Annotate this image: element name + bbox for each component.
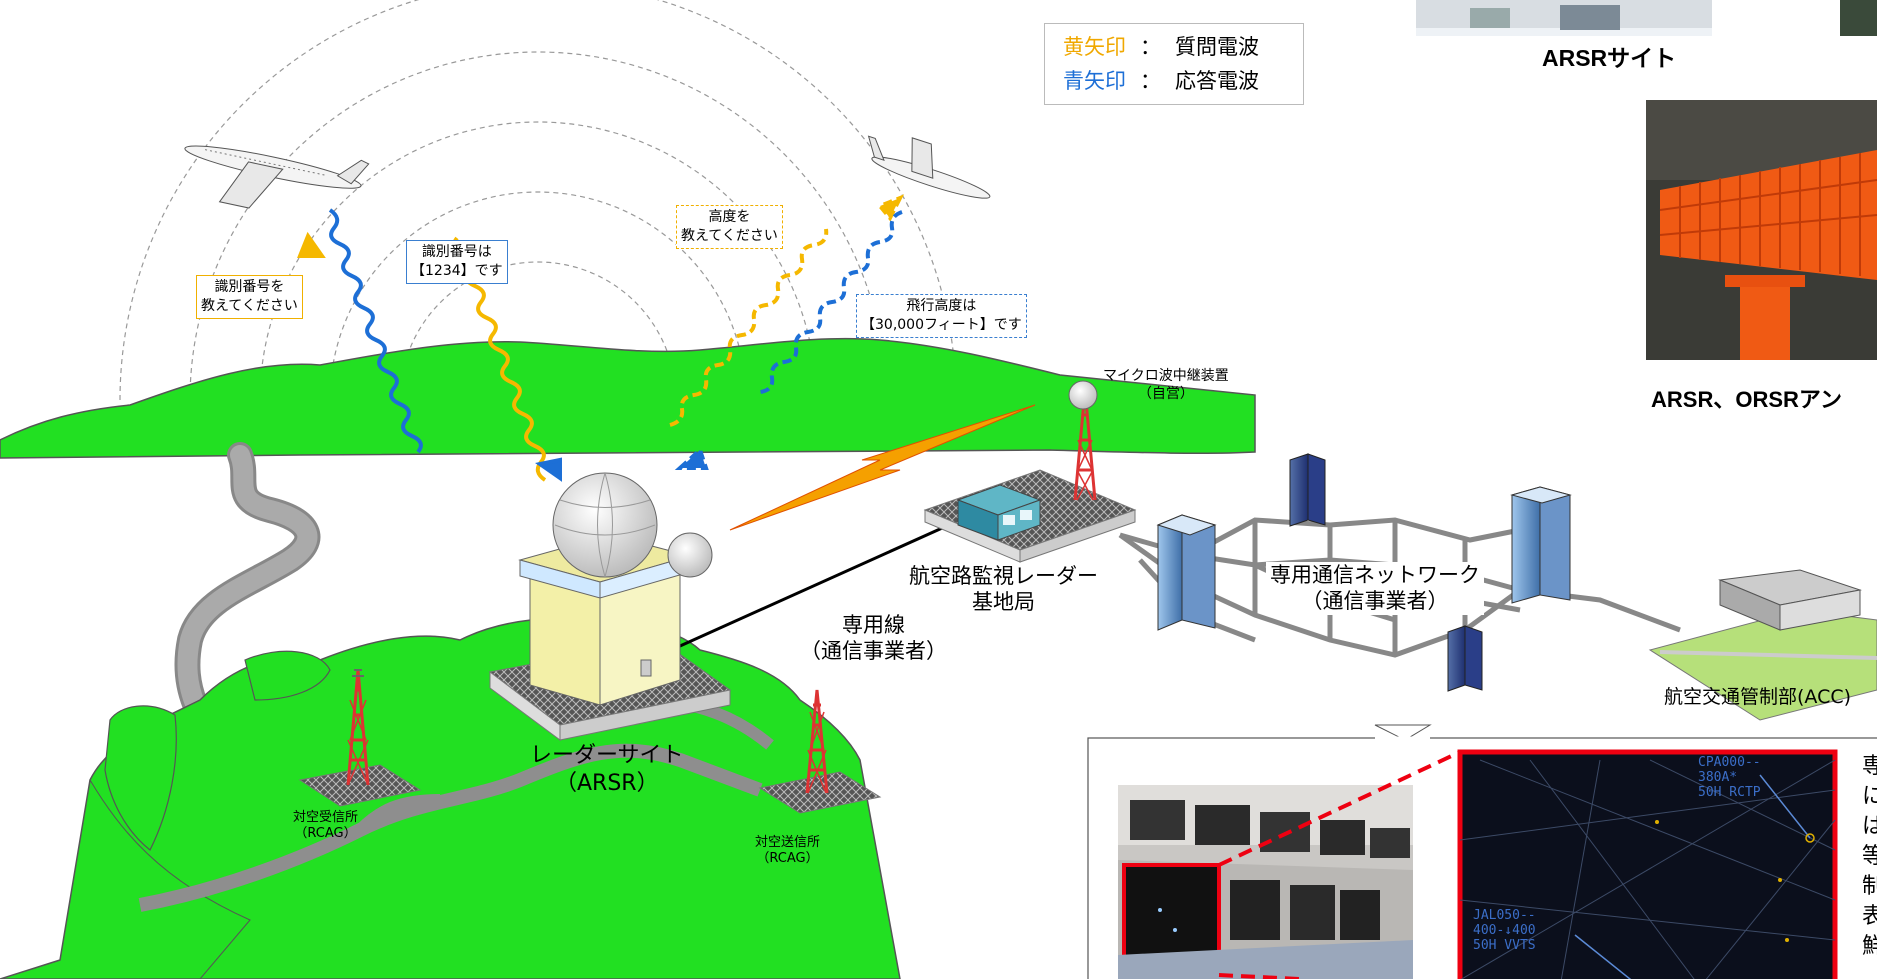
network-label-line2: （通信事業者） [1301,589,1449,614]
legend-blue-meaning: 応答電波 [1175,69,1259,93]
leased-line [659,518,961,657]
network-label-line1: 専用通信ネットワーク [1270,563,1480,587]
rx-station-label-line2: （RCAG） [294,826,357,842]
base-station-label: 航空路監視レーダー 基地局 [905,563,1102,616]
side-text-char: は [1862,814,1877,839]
bubble-ask-id: 識別番号を 教えてください [196,275,303,319]
radar-target-cpa-line2: 380A* [1698,770,1738,785]
tx-station-label: 対空送信所 （RCAG） [755,835,820,868]
blue-wave-right [674,210,903,470]
blue-wave-left [328,208,562,482]
radar-site-label-line1: レーダーサイト [530,743,684,768]
radar-dome [552,472,658,578]
side-text-char: 鮮 [1862,934,1877,959]
side-text-char: 制 [1862,874,1877,899]
rx-station-label: 対空受信所 （RCAG） [293,810,358,843]
arsr-site-caption: ARSRサイト [1542,45,1677,71]
bubble-reply-id-line1: 識別番号は [421,244,492,260]
bubble-reply-altitude: 飛行高度は 【30,000フィート】です [856,294,1027,338]
bubble-ask-altitude-line2: 教えてください [681,227,778,244]
airplane-right [867,135,991,199]
radar-coverage-arcs [119,0,957,401]
legend-separator: ： [1140,69,1161,93]
zoom-line-top [1218,750,1461,867]
radar-target-jal-line2: 400-↓400 [1473,923,1536,938]
base-station-building [923,380,1137,563]
bubble-reply-altitude-line1: 飛行高度は [906,298,977,314]
acc-building [1648,569,1877,721]
side-text-char: に [1862,784,1877,809]
zoom-line-bottom [1218,973,1301,979]
arsr-site-photo [1416,0,1877,36]
legend-box: 黄矢印 ： 質問電波 青矢印 ： 応答電波 [1044,23,1304,105]
acc-label: 航空交通管制部(ACC) [1664,686,1852,708]
legend-row-blue: 青矢印 ： 応答電波 [1063,64,1303,98]
bubble-ask-altitude: 高度を 教えてください [676,205,783,249]
radar-site-label: レーダーサイト （ARSR） [530,742,684,797]
leased-line-label-line2: （通信事業者） [800,639,947,664]
tx-station-label-line1: 対空送信所 [755,835,821,850]
legend-row-yellow: 黄矢印 ： 質問電波 [1063,30,1303,64]
side-text-char: 等 [1862,844,1877,869]
radar-target-cpa-line3: 50H RCTP [1698,785,1761,800]
legend-yellow-meaning: 質問電波 [1175,35,1259,59]
left-hill-small [104,705,177,851]
yellow-wave-right [669,194,905,427]
bubble-reply-altitude-line2: 【30,000フィート】です [861,316,1022,333]
small-dome [667,532,713,578]
radar-target-cpa: CPA000--380A*50H RCTP [1698,755,1761,800]
bubble-reply-id: 識別番号は 【1234】です [406,240,508,284]
radar-site-building [488,472,732,741]
rcag-tx-tower [758,689,882,814]
microwave-relay-label-line2: （自営） [1137,385,1194,402]
network-label: 専用通信ネットワーク （通信事業者） [1266,562,1484,615]
rcag-rx-tower [298,669,422,807]
microwave-relay-label: マイクロ波中継装置 （自営） [1103,368,1229,403]
network-building-4 [1447,625,1483,692]
radar-target-cpa-line1: CPA000-- [1698,755,1761,770]
antenna-caption: ARSR、ORSRアン [1651,387,1843,412]
network-building-3 [1510,486,1572,604]
side-text-column: 専 に は 等 制 表 鮮 [1862,752,1877,962]
radar-target-jal-line1: JAL050-- [1473,908,1536,923]
microwave-link [729,404,1036,531]
network-building-2 [1289,453,1326,527]
bubble-ask-id-line1: 識別番号を [214,279,285,295]
side-text-char: 専 [1862,754,1877,779]
control-room-photo [1118,785,1413,979]
left-hill-top [244,650,331,701]
rx-station-label-line1: 対空受信所 [293,810,359,825]
radar-target-jal-line3: 50H VVTS [1473,938,1536,953]
bubble-reply-id-line2: 【1234】です [411,262,503,279]
bubble-ask-id-line2: 教えてください [201,297,298,314]
leased-line-label: 専用線 （通信事業者） [800,612,947,665]
mountain-ridge [0,337,1256,459]
antenna-photo [1646,100,1877,360]
acc-callout-pointer [1374,724,1432,741]
network-building-1 [1156,514,1217,631]
legend-blue-label: 青矢印 [1063,69,1126,93]
base-station-label-line1: 航空路監視レーダー [909,564,1098,588]
airplane-left [184,145,370,209]
legend-separator: ： [1140,35,1161,59]
microwave-relay-label-line1: マイクロ波中継装置 [1103,368,1229,384]
side-text-char: 表 [1862,904,1877,929]
radar-site-label-line2: （ARSR） [554,770,659,796]
bubble-ask-altitude-line1: 高度を [708,209,751,225]
legend-yellow-label: 黄矢印 [1063,35,1126,59]
leased-line-label-line1: 専用線 [842,613,905,637]
radar-screen [1457,749,1838,979]
base-station-label-line2: 基地局 [972,590,1035,615]
tx-station-label-line2: （RCAG） [756,851,819,867]
